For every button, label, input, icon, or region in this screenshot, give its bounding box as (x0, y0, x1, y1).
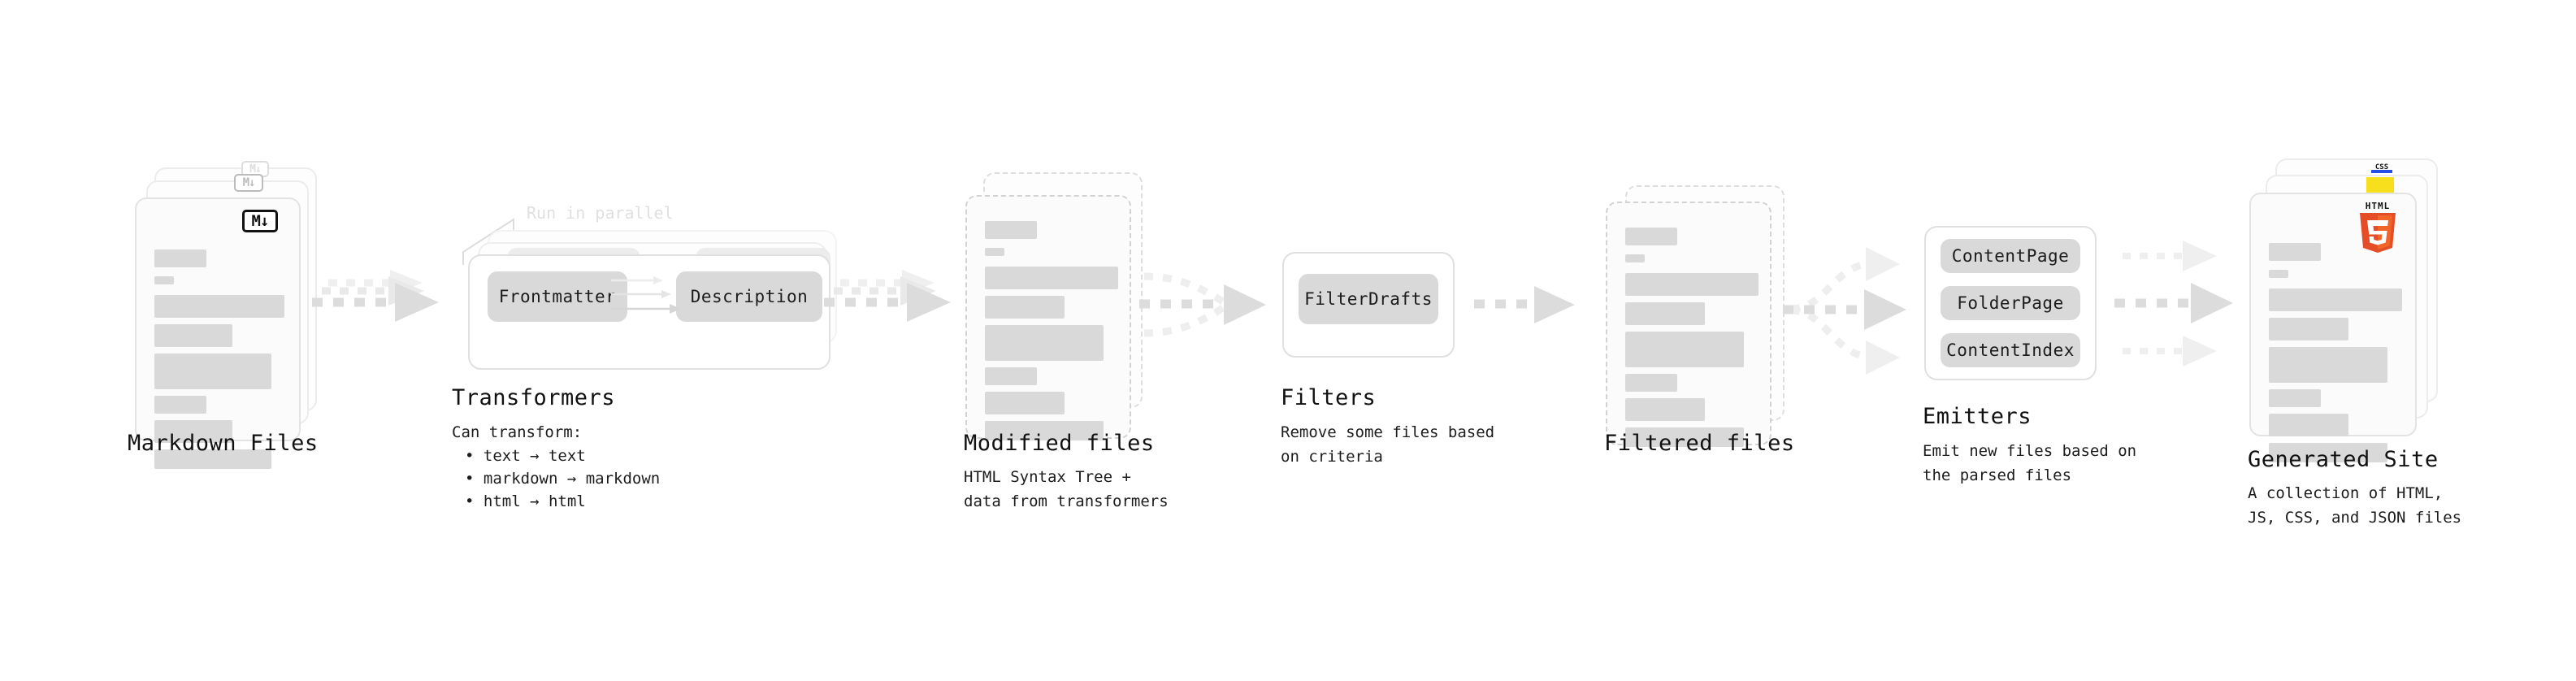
placeholder-bar (1625, 228, 1677, 245)
svg-text:CSS: CSS (2375, 163, 2388, 171)
stage-title-generated-site: Generated Site (2248, 447, 2439, 472)
transformers-bullet-0: • text → text (465, 447, 586, 465)
placeholder-bar (1625, 332, 1744, 367)
placeholder-bar (154, 420, 232, 443)
placeholder-bar (1625, 302, 1705, 325)
placeholder-bar (985, 392, 1065, 414)
svg-text:HTML: HTML (2366, 201, 2391, 211)
placeholder-bar (154, 295, 284, 318)
css3-icon: CSS (2371, 163, 2392, 173)
placeholder-bar (985, 296, 1065, 319)
arrow-filters-to-filtered (1474, 286, 1575, 323)
stage-title-transformers: Transformers (452, 385, 616, 410)
html5-icon: HTML (2360, 201, 2396, 253)
arrow-modified-to-filters (1139, 272, 1266, 337)
markdown-icon-back: M↓ (241, 161, 269, 177)
placeholder-bar (985, 267, 1118, 289)
placeholder-bar (985, 325, 1104, 361)
markdown-icon: M↓ (242, 210, 278, 232)
placeholder-bar (154, 449, 271, 469)
run-in-parallel-label: Run in parallel (527, 203, 674, 223)
stage-desc-emitters: Emit new files based on the parsed files (1923, 442, 2137, 484)
stage-desc-filters: Remove some files based on criteria (1281, 423, 1495, 466)
placeholder-bar (2269, 288, 2402, 311)
placeholder-bar (2269, 243, 2321, 261)
transformer-node-description[interactable]: Description (676, 271, 822, 322)
placeholder-bar (985, 421, 1104, 440)
placeholder-bar (1625, 273, 1759, 296)
stage-desc-modified-files: HTML Syntax Tree + data from transformer… (964, 468, 1169, 510)
emitter-node-contentpage[interactable]: ContentPage (1941, 239, 2080, 273)
placeholder-bar (1625, 427, 1744, 447)
placeholder-bar (1625, 374, 1677, 392)
stage-desc-generated-site: A collection of HTML, JS, CSS, and JSON … (2248, 484, 2462, 527)
placeholder-bar (154, 324, 232, 347)
transformer-inner-arrows (611, 276, 681, 314)
transformer-node-frontmatter[interactable]: Frontmatter (488, 271, 627, 322)
placeholder-bar (154, 249, 206, 267)
stage-desc-transformers: Can transform: (452, 423, 583, 441)
filter-node-filterdrafts[interactable]: FilterDrafts (1299, 274, 1438, 324)
transformers-bullet-2: • html → html (465, 492, 586, 510)
placeholder-bar (1625, 254, 1645, 262)
placeholder-bar (154, 276, 174, 284)
arrow-transformers-to-modified (824, 270, 951, 322)
placeholder-bar (985, 221, 1037, 239)
placeholder-bar (2269, 270, 2288, 278)
placeholder-bar (2269, 443, 2387, 462)
arrow-markdown-to-transformers (312, 270, 439, 322)
transformers-bullet-1: • markdown → markdown (465, 470, 661, 488)
placeholder-bar (1625, 398, 1705, 421)
stage-title-markdown-files: Markdown Files (128, 431, 319, 456)
stage-title-filters: Filters (1281, 385, 1377, 410)
emitter-node-contentindex[interactable]: ContentIndex (1941, 333, 2080, 367)
placeholder-bar (2269, 318, 2348, 340)
stage-title-modified-files: Modified files (964, 431, 1155, 456)
stage-title-filtered-files: Filtered files (1604, 431, 1795, 456)
placeholder-bar (154, 396, 206, 414)
arrow-filtered-to-emitters (1783, 247, 1906, 375)
placeholder-bar (985, 248, 1004, 256)
placeholder-bar (2269, 414, 2348, 436)
placeholder-bar (154, 354, 271, 389)
js-icon (2366, 177, 2394, 195)
placeholder-bar (2269, 389, 2321, 407)
markdown-icon-mid: M↓ (234, 174, 263, 192)
arrow-emitters-to-site (2114, 241, 2233, 367)
stage-title-emitters: Emitters (1923, 404, 2032, 429)
emitter-node-folderpage[interactable]: FolderPage (1941, 286, 2080, 320)
placeholder-bar (2269, 347, 2387, 383)
placeholder-bar (985, 367, 1037, 385)
